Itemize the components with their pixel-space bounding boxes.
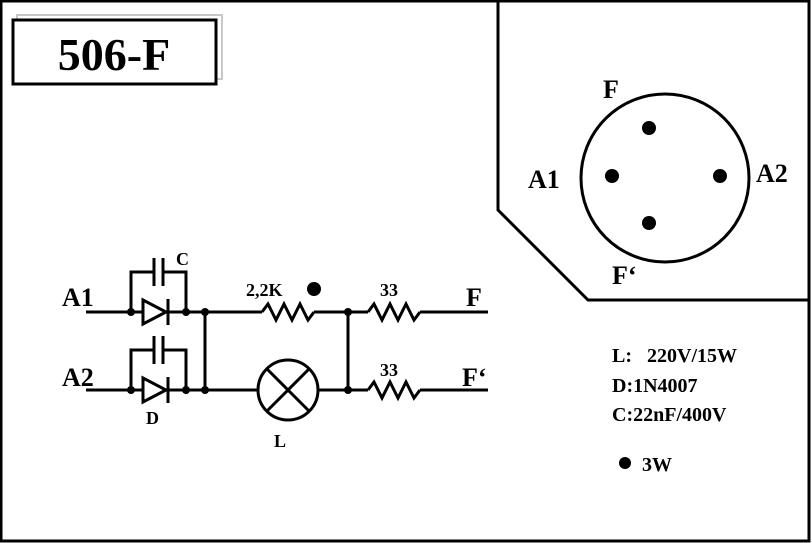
legend-line-c: C:22nF/400V	[612, 404, 727, 426]
connector-pin-f	[642, 121, 656, 135]
output-label-f-prime: F‘	[462, 363, 487, 392]
resistor-2k2	[260, 300, 316, 324]
legend-line-d: D:1N4007	[612, 375, 698, 397]
power-marker-dot	[307, 282, 321, 296]
legend-dot-icon	[619, 457, 631, 469]
title-text: 506-F	[58, 29, 170, 80]
connector-panel-border	[496, 2, 810, 302]
junction	[201, 386, 209, 394]
input-label-a2: A2	[62, 363, 94, 392]
connector-pin-a2	[713, 169, 727, 183]
legend: L: 220V/15W D:1N4007 C:22nF/400V 3W	[612, 345, 737, 476]
resistor-33-top	[366, 300, 422, 324]
junction	[127, 386, 135, 394]
capacitor-label: C	[176, 249, 189, 269]
diode-bottom	[141, 375, 170, 405]
junction	[344, 308, 352, 316]
cap-top-lead-left	[129, 270, 154, 312]
resistor-33-bottom	[366, 378, 422, 402]
connector-label-right: A2	[756, 159, 788, 188]
connector-label-left: A1	[528, 165, 560, 194]
lamp-cross-2	[265, 367, 311, 413]
diode-top	[141, 297, 170, 327]
junction	[182, 386, 190, 394]
resistor-2k2-label: 2,2K	[246, 280, 283, 300]
resistor-33-top-label: 33	[380, 280, 398, 300]
cap-bottom-lead-right	[163, 348, 188, 390]
input-label-a1: A1	[62, 283, 94, 312]
junction	[182, 308, 190, 316]
connector-label-bottom: F‘	[612, 261, 637, 290]
lamp-label: L	[274, 431, 286, 451]
output-label-f: F	[466, 283, 482, 312]
junction	[344, 386, 352, 394]
junction	[127, 308, 135, 316]
junction	[201, 308, 209, 316]
connector-pin-f-prime	[642, 216, 656, 230]
title-box	[11, 18, 218, 86]
connector-outline	[579, 92, 751, 264]
connector-label-top: F	[603, 75, 619, 104]
cap-top-lead-right	[163, 270, 188, 312]
junctions	[127, 282, 352, 394]
diode-label: D	[146, 408, 159, 428]
resistor-33-bottom-label: 33	[380, 360, 398, 380]
legend-line-l: L: 220V/15W	[612, 345, 737, 367]
legend-power-note: 3W	[642, 454, 672, 476]
circuit	[86, 258, 488, 422]
connector-pin-a1	[605, 169, 619, 183]
cap-bottom-lead-left	[129, 348, 154, 390]
connector-diagram: F A1 A2 F‘	[528, 75, 788, 290]
